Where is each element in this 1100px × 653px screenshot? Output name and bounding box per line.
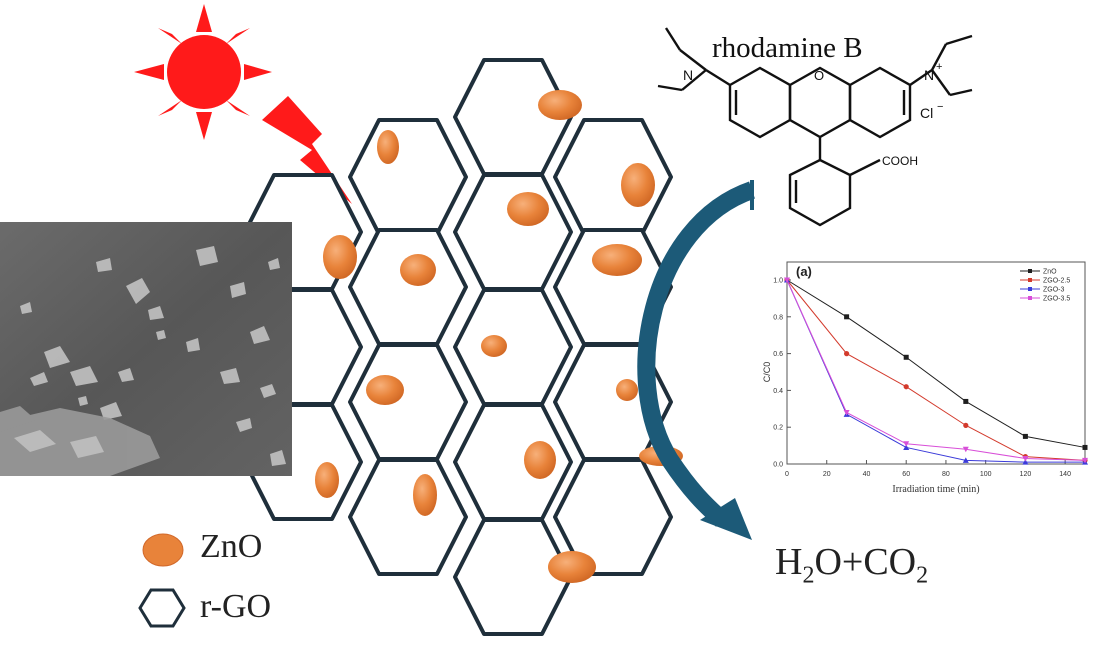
- degradation-arrow: [646, 180, 752, 540]
- legend-entry: ZGO-3: [1043, 287, 1064, 294]
- panel-label: (a): [796, 264, 812, 279]
- legend-entry: ZnO: [1043, 269, 1057, 276]
- zno-particle: [323, 235, 357, 279]
- legend-marker: [1028, 269, 1032, 273]
- x-tick-label: 0: [785, 471, 789, 478]
- zno-legend-icon: [143, 534, 183, 566]
- data-point: [1083, 445, 1088, 450]
- y-tick-label: 0.8: [773, 314, 783, 321]
- legend-zno-label: ZnO: [200, 528, 262, 566]
- sun-icon: [134, 4, 272, 140]
- nitrogen-left-label: N: [683, 67, 693, 83]
- data-point: [844, 314, 849, 319]
- zno-particle: [366, 375, 404, 405]
- zno-particle: [315, 462, 339, 498]
- nitrogen-right-label: N: [924, 67, 934, 83]
- sem-micrograph: [0, 222, 292, 476]
- zno-particle: [621, 163, 655, 207]
- rgo-legend-icon: [140, 590, 184, 626]
- nitrogen-charge: +: [936, 61, 942, 73]
- legend-marker: [1028, 296, 1032, 300]
- zno-particle: [507, 192, 549, 226]
- oxygen-label: O: [814, 68, 824, 83]
- degradation-chart: 0 20 40 60 80 100 120 140 0.0 0.2 0.4 0.6 0.8 1.0Irra…: [762, 262, 1088, 495]
- y-tick-label: 0.0: [773, 462, 783, 469]
- data-point: [963, 399, 968, 404]
- zno-particle: [538, 90, 582, 120]
- product-h: H: [775, 541, 802, 583]
- zno-particle: [548, 551, 596, 583]
- legend-entry: ZGO-3.5: [1043, 296, 1070, 303]
- plot-frame: [787, 262, 1085, 464]
- x-tick-label: 120: [1020, 471, 1032, 478]
- product-mid: O+CO: [814, 541, 916, 583]
- y-tick-label: 0.2: [773, 425, 783, 432]
- y-tick-label: 1.0: [773, 278, 783, 285]
- data-point: [904, 355, 909, 360]
- legend-entry: ZGO-2.5: [1043, 278, 1070, 285]
- carboxyl-label: COOH: [882, 154, 918, 168]
- data-point: [1023, 434, 1028, 439]
- sem-image: [0, 222, 292, 476]
- zno-particle: [481, 335, 507, 357]
- data-point: [844, 351, 849, 356]
- x-tick-label: 140: [1059, 471, 1071, 478]
- zno-particle: [400, 254, 436, 286]
- x-tick-label: 80: [942, 471, 950, 478]
- legend-rgo-label: r-GO: [200, 588, 271, 626]
- x-tick-label: 40: [863, 471, 871, 478]
- rgo-hexagon: [350, 230, 466, 344]
- x-tick-label: 60: [902, 471, 910, 478]
- x-axis-label: Irradiation time (min): [892, 484, 979, 495]
- zno-particle: [413, 474, 437, 516]
- rgo-hexagon: [455, 290, 571, 404]
- chloride-label: Cl: [920, 105, 933, 121]
- rgo-hexagon: [350, 460, 466, 574]
- rhodamine-b-title: rhodamine B: [712, 32, 863, 65]
- legend-marker: [1028, 278, 1032, 282]
- legend-marker: [1028, 287, 1032, 291]
- products-label: H2O+CO2: [775, 540, 928, 590]
- zno-particle: [592, 244, 642, 276]
- data-point: [904, 384, 909, 389]
- product-sub1: 2: [802, 563, 814, 589]
- product-sub2: 2: [916, 563, 928, 589]
- zno-particle: [524, 441, 556, 479]
- y-axis-label: C/C0: [762, 362, 772, 383]
- chloride-charge: −: [937, 101, 943, 113]
- x-tick-label: 100: [980, 471, 992, 478]
- zno-particle: [377, 130, 399, 164]
- y-tick-label: 0.6: [773, 351, 783, 358]
- x-tick-label: 20: [823, 471, 831, 478]
- data-point: [963, 423, 968, 428]
- zno-particle: [616, 379, 638, 401]
- y-tick-label: 0.4: [773, 388, 783, 395]
- rgo-hexagon: [350, 120, 466, 234]
- rgo-hexagon: [455, 175, 571, 289]
- rgo-hexagon: [350, 345, 466, 459]
